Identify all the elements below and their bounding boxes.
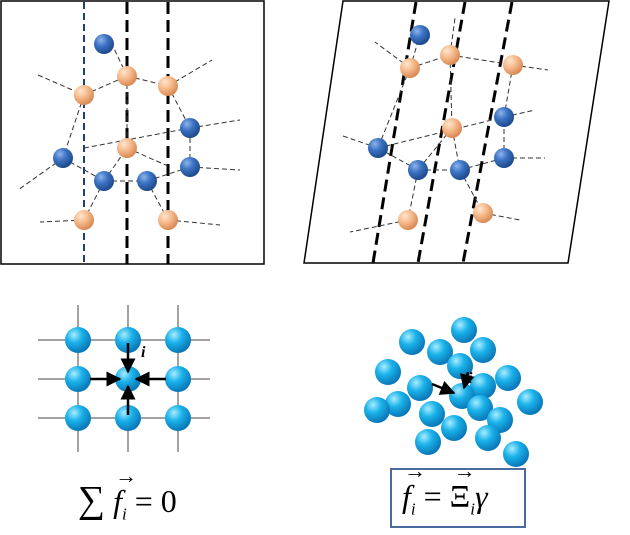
- orange-particle: [158, 210, 178, 230]
- blue-particle: [53, 148, 73, 168]
- blue-particle: [408, 160, 428, 180]
- orange-particle: [400, 58, 420, 78]
- cyan-particle: [364, 397, 390, 423]
- particle-i-label-right: i: [468, 370, 473, 387]
- orange-particle: [74, 210, 94, 230]
- force-balance-equation: ∑ fi = 0: [78, 463, 177, 524]
- blue-particle: [494, 107, 514, 127]
- gamma-symbol: γ: [474, 478, 488, 514]
- cyan-particle: [165, 366, 191, 392]
- cyan-particle: [427, 339, 453, 365]
- black-dashed-line: [371, 1, 418, 264]
- blue-particle: [180, 118, 200, 138]
- cyan-particle: [65, 366, 91, 392]
- orange-particle: [117, 138, 137, 158]
- particles: [53, 34, 200, 230]
- cyan-particle: [451, 317, 477, 343]
- blue-particle: [450, 160, 470, 180]
- blue-particle: [180, 157, 200, 177]
- lattice-particles: [65, 327, 191, 431]
- cyan-particle: [115, 405, 141, 431]
- force-arrows: [90, 343, 166, 415]
- xi-vector: Ξ: [450, 458, 475, 515]
- blue-particle: [494, 148, 514, 168]
- cyan-particle: [447, 353, 473, 379]
- orange-particle: [398, 210, 418, 230]
- cyan-particle: [517, 389, 543, 415]
- cyan-particle: [419, 401, 445, 427]
- blue-particle: [137, 171, 157, 191]
- cyan-particle: [165, 327, 191, 353]
- cyan-particle: [65, 327, 91, 353]
- force-subscript: i: [410, 499, 416, 519]
- black-dashed-line: [461, 1, 514, 264]
- particles: [368, 25, 523, 230]
- cyan-particle: [470, 373, 496, 399]
- cyan-particle: [165, 405, 191, 431]
- force-subscript: i: [121, 504, 127, 524]
- cyan-particle: [375, 359, 401, 385]
- unsheared-box: [0, 0, 265, 265]
- nonaffine-force-equation: fi = Ξiγ: [402, 458, 488, 519]
- orange-particle: [442, 118, 462, 138]
- particle-i-label-left: i: [141, 344, 146, 361]
- force-arrows: [431, 371, 475, 395]
- cyan-particle: [495, 365, 521, 391]
- cyan-particle: [467, 395, 493, 421]
- cyan-particle: [470, 337, 496, 363]
- sum-symbol: ∑: [78, 479, 106, 521]
- cyan-particle: [115, 327, 141, 353]
- orange-particle: [473, 203, 493, 223]
- cyan-particle: [441, 415, 467, 441]
- blue-particle: [94, 34, 114, 54]
- cyan-particle: [385, 391, 411, 417]
- equals-sign: =: [415, 478, 450, 514]
- cyan-particle: [407, 375, 433, 401]
- orange-particle: [503, 55, 523, 75]
- cyan-particle: [503, 441, 529, 467]
- blue-particle: [410, 25, 430, 45]
- blue-particle: [368, 138, 388, 158]
- disordered-packing: [364, 317, 543, 467]
- force-vector: f: [402, 458, 426, 515]
- crystal-lattice: [38, 305, 210, 452]
- xi-subscript: i: [470, 499, 475, 519]
- cyan-particle: [399, 329, 425, 355]
- orange-particle: [74, 85, 94, 105]
- unsheared-network-panel: [0, 0, 265, 265]
- cyan-particle: [475, 425, 501, 451]
- orange-particle: [158, 76, 178, 96]
- orange-particle: [117, 66, 137, 86]
- cyan-particle: [415, 429, 441, 455]
- blue-particle: [94, 171, 114, 191]
- equals-zero: = 0: [126, 483, 177, 519]
- cyan-particle: [65, 405, 91, 431]
- orange-particle: [440, 45, 460, 65]
- sheared-network-panel: [303, 0, 610, 264]
- force-vector: f: [113, 463, 137, 520]
